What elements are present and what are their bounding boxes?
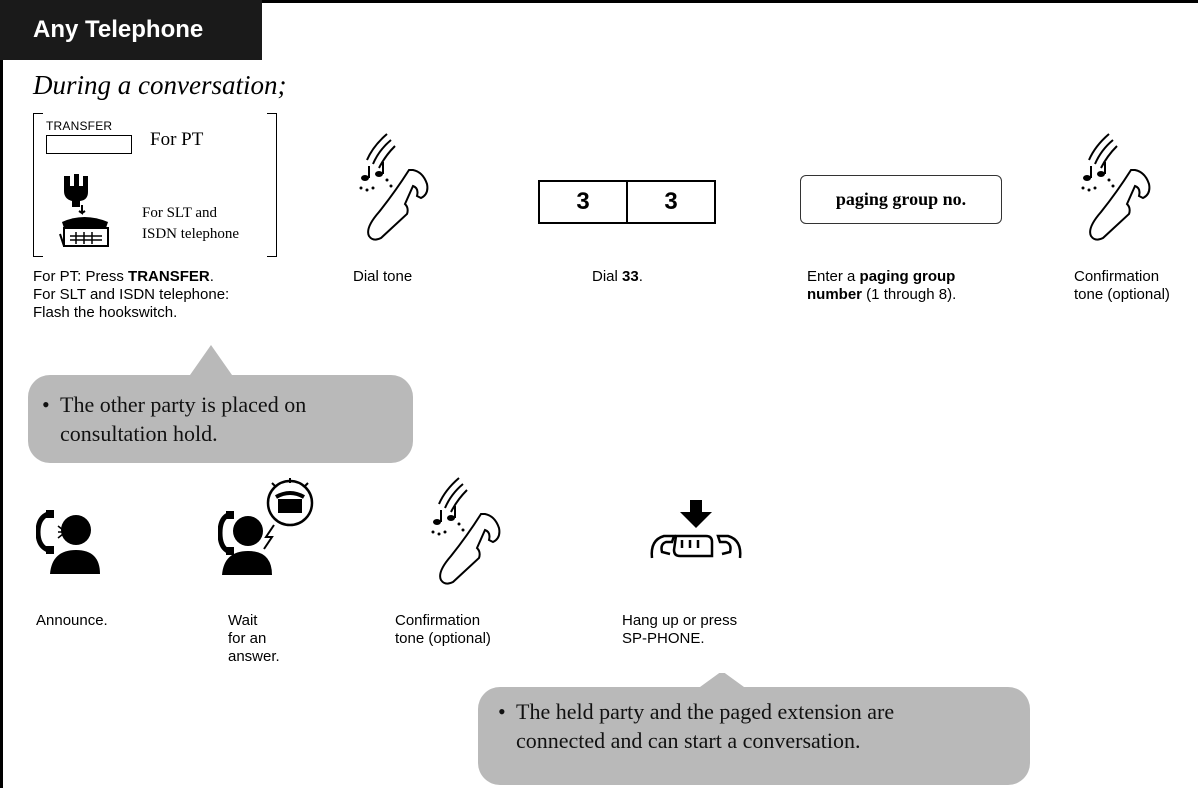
step4-caption-prefix: Enter a (807, 268, 860, 285)
confirm2-caption-line1: Confirmation (395, 612, 481, 629)
person-listening-icon (218, 478, 314, 575)
step3-caption-suffix: . (638, 268, 643, 285)
digit-box-2: 3 (626, 180, 716, 224)
note2-line2: connected and can start a conversation. (516, 728, 861, 753)
step5-caption-line2: tone (optional) (1074, 286, 1170, 303)
handset-tone-icon (359, 133, 429, 241)
for-slt-line1: For SLT and (142, 205, 218, 221)
step3-caption-bold: 33 (622, 268, 639, 285)
announce-caption: Announce. (36, 612, 108, 629)
for-pt-label: For PT (150, 129, 204, 150)
frame-left-border (0, 0, 3, 788)
step5-caption-line1: Confirmation (1074, 268, 1160, 285)
step5-caption: Confirmation tone (optional) (1074, 268, 1170, 304)
hangup-caption-line2: SP-PHONE. (622, 630, 705, 647)
paging-group-box: paging group no. (800, 175, 1002, 224)
note1-line1: The other party is placed on (60, 392, 307, 417)
note1-line2: consultation hold. (60, 421, 218, 446)
step1-caption-suffix: . (209, 268, 214, 285)
hangup-caption: Hang up or press SP-PHONE. (622, 612, 737, 648)
for-slt-line2: ISDN telephone (142, 226, 240, 242)
person-talking-icon (36, 510, 100, 574)
note2-text: •The held party and the paged extension … (478, 697, 1030, 777)
digit-box-1: 3 (538, 180, 628, 224)
hang-up-icon (650, 500, 742, 559)
step4-caption-bold1: paging group (859, 268, 956, 285)
subtitle: During a conversation; (33, 70, 287, 100)
handset-tone-icon (431, 477, 501, 585)
frame-top-border (0, 0, 1198, 3)
step4-caption-suffix: (1 through 8). (862, 286, 957, 303)
step4-caption-bold2: number (807, 286, 863, 303)
note1-bubble (28, 345, 413, 463)
wait-caption-line1: Wait (228, 612, 258, 629)
handset-tone-icon (1081, 133, 1151, 241)
note1-text: •The other party is placed on consultati… (28, 385, 413, 463)
transfer-key-label: TRANSFER (46, 119, 113, 133)
step1-bracket (33, 113, 277, 257)
transfer-key (46, 135, 132, 154)
wait-caption: Wait for an answer. (228, 612, 280, 666)
section-header: Any Telephone (0, 0, 262, 60)
step1-caption-prefix: For PT: Press (33, 268, 129, 285)
step2-caption: Dial tone (353, 268, 413, 285)
note2-bubble (478, 673, 1030, 785)
hangup-caption-line1: Hang up or press (622, 612, 738, 629)
confirm2-caption-line2: tone (optional) (395, 630, 491, 647)
wait-caption-line3: answer. (228, 648, 280, 665)
step4-caption: Enter a paging group number (1 through 8… (807, 268, 956, 304)
slt-phone-icon (59, 174, 109, 247)
step1-caption: For PT: Press TRANSFER. For SLT and ISDN… (33, 268, 229, 322)
note2-line1: The held party and the paged extension a… (516, 699, 895, 724)
for-slt-label: For SLT and ISDN telephone (142, 203, 239, 245)
step3-caption-prefix: Dial (592, 268, 623, 285)
step1-caption-bold: TRANSFER (128, 268, 210, 285)
wait-caption-line2: for an (228, 630, 267, 647)
step1-caption-line3: Flash the hookswitch. (33, 304, 178, 321)
step1-caption-line2: For SLT and ISDN telephone: (33, 286, 230, 303)
step3-caption: Dial 33. (592, 268, 643, 286)
confirm2-caption: Confirmation tone (optional) (395, 612, 491, 648)
